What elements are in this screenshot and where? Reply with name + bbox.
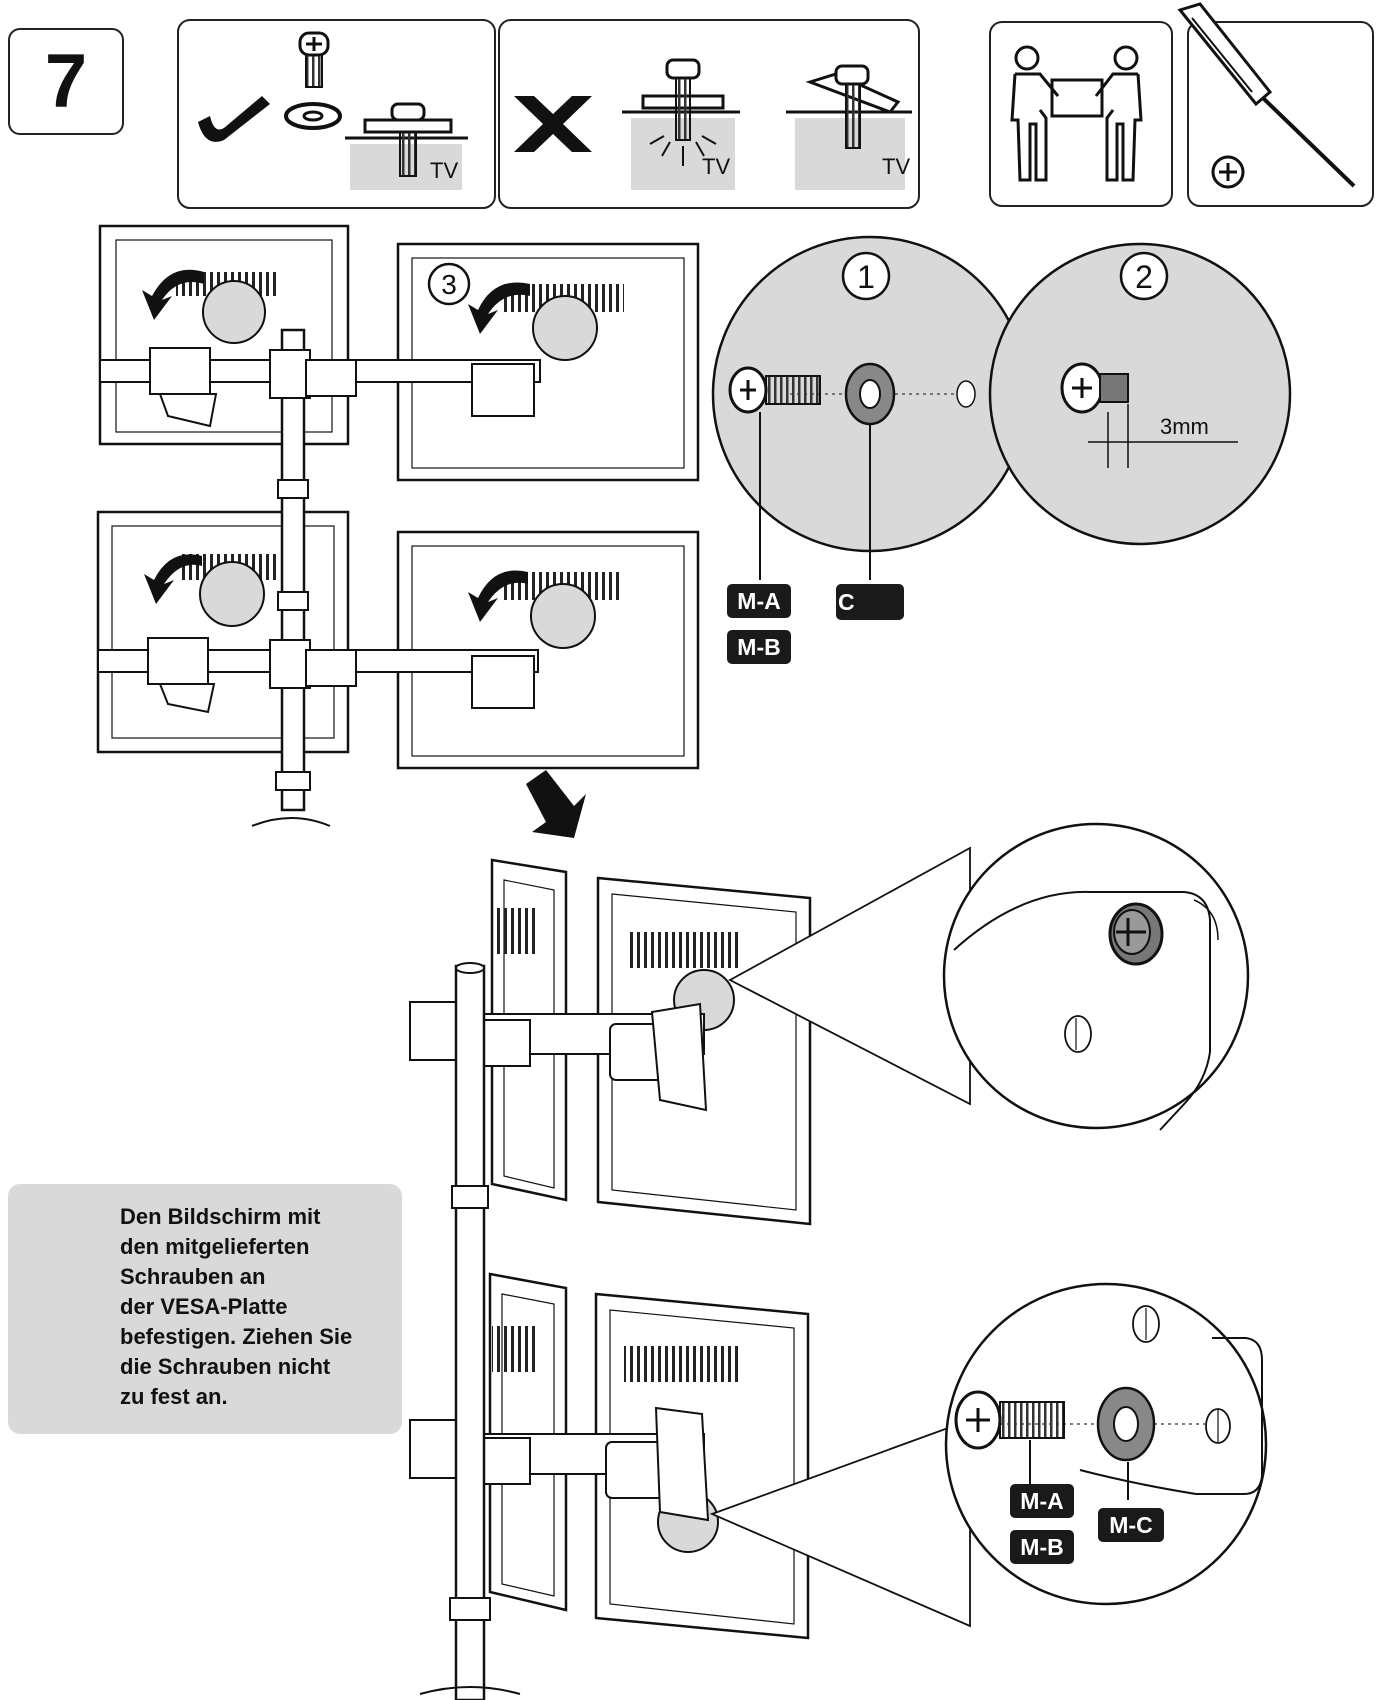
part-tag-m-a-label: M-A xyxy=(737,587,781,614)
zoom-circle-screw-washer xyxy=(709,1282,1268,1628)
part-tag-c-label: C xyxy=(838,588,855,615)
part-tag-m-a: M-A xyxy=(727,584,791,618)
monitor-top-left xyxy=(98,224,350,446)
rotation-arrow-icon-2 xyxy=(468,282,530,334)
tilted-screw-icon xyxy=(805,64,901,149)
two-person-lift-panel xyxy=(989,21,1173,207)
part-tag-c: C xyxy=(836,584,904,620)
warning-line: die Schrauben nicht xyxy=(120,1354,331,1379)
warning-line: befestigen. Ziehen Sie xyxy=(120,1324,353,1349)
upper-arm xyxy=(99,347,541,428)
warning-line: zu fest an. xyxy=(120,1384,228,1409)
tv-label-wrong-1: TV xyxy=(702,154,730,179)
tv-label-wrong-2: TV xyxy=(882,154,910,179)
gap-measure-label: 3mm xyxy=(1160,414,1209,439)
warning-line: Den Bildschirm mit xyxy=(120,1204,321,1229)
correct-screw-icon xyxy=(363,102,453,177)
overtightened-screw-icon xyxy=(641,58,725,166)
mount-pole xyxy=(251,328,331,827)
callout-1: 1 xyxy=(857,259,875,295)
screw-detail-icon xyxy=(728,366,821,414)
side-view-assembly xyxy=(409,858,812,1700)
screw-icon xyxy=(298,31,330,88)
lower-arm xyxy=(97,637,539,714)
part-tag-m-b: M-B xyxy=(727,630,791,664)
checkmark-icon xyxy=(198,96,270,142)
step-number-badge: 7 xyxy=(8,28,124,135)
screwdriver-panel xyxy=(1177,2,1374,207)
warning-line: der VESA-Platte xyxy=(120,1294,288,1319)
mounted-screw-icon xyxy=(1060,362,1129,414)
incorrect-mounting-panel: TV TV xyxy=(498,19,920,209)
tv-label-correct: TV xyxy=(430,158,458,183)
phillips-icon xyxy=(1211,155,1245,189)
callout-2: 2 xyxy=(1135,259,1153,295)
warning-line: den mitgelieferten xyxy=(120,1234,310,1259)
part-tag-m-a-lower: M-A xyxy=(1010,1484,1074,1518)
rotation-arrow-icon-4 xyxy=(468,570,528,622)
warning-line: Schrauben an xyxy=(120,1264,266,1289)
step-number: 7 xyxy=(44,39,88,124)
rotation-arrow-icon-3 xyxy=(144,554,202,604)
part-tag-m-a-lower-label: M-A xyxy=(1020,1487,1064,1514)
part-tag-m-c-lower-label: M-C xyxy=(1109,1511,1153,1538)
part-tag-m-b-lower-label: M-B xyxy=(1020,1533,1064,1560)
part-tag-m-b-lower: M-B xyxy=(1010,1530,1074,1564)
cross-icon xyxy=(514,96,592,152)
monitor-top-right: 3 xyxy=(396,242,700,482)
zoom-circle-mounted-screw xyxy=(728,822,1250,1131)
correct-mounting-panel: TV xyxy=(177,19,496,209)
quad-monitor-rear-view: 3 xyxy=(96,224,700,827)
rotation-arrow-icon xyxy=(142,269,204,320)
screwdriver-icon xyxy=(1177,2,1356,188)
callout-3: 3 xyxy=(441,269,457,300)
warning-note-box xyxy=(8,1184,402,1434)
washer-detail-icon xyxy=(844,362,896,426)
warning-note-text: Den Bildschirm mit den mitgelieferten Sc… xyxy=(120,1202,400,1412)
two-people-lifting-icon xyxy=(1010,45,1143,182)
washer-icon xyxy=(284,102,342,130)
part-tag-m-c-lower: M-C xyxy=(1098,1508,1164,1542)
monitor-bottom-left xyxy=(96,510,350,754)
part-tag-m-b-label: M-B xyxy=(737,633,781,660)
down-arrow-icon xyxy=(526,770,586,838)
detail-circle-1: 1 xyxy=(711,235,1029,580)
detail-circle-2: 2 3mm xyxy=(988,242,1292,546)
